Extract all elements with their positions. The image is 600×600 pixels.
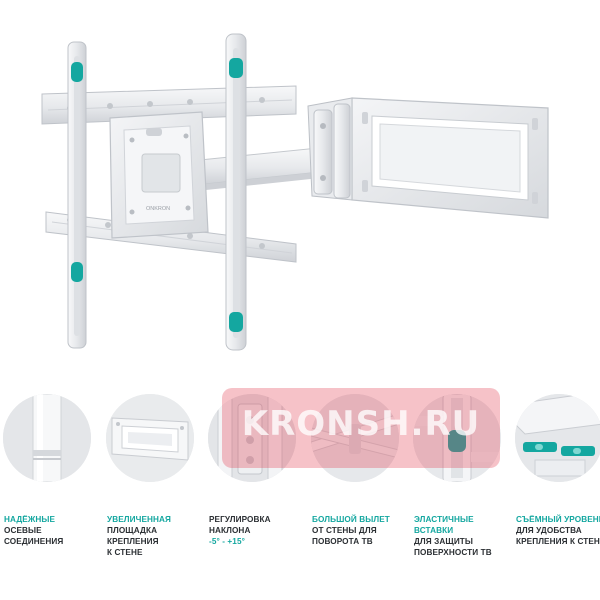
feature-elastic-inserts: ЭЛАСТИЧНЫЕ ВСТАВКИ ДЛЯ ЗАЩИТЫ ПОВЕРХНОСТ… bbox=[410, 392, 510, 600]
feature-caption: ЭЛАСТИЧНЫЕ ВСТАВКИ ДЛЯ ЗАЩИТЫ ПОВЕРХНОСТ… bbox=[414, 515, 492, 557]
feature-long-arm: БОЛЬШОЙ ВЫЛЕТ ОТ СТЕНЫ ДЛЯ ПОВОРОТА ТВ bbox=[308, 392, 408, 600]
accent-clip bbox=[229, 312, 243, 332]
swing-arm bbox=[199, 147, 321, 190]
feature-caption: РЕГУЛИРОВКА НАКЛОНА -5° - +15° bbox=[209, 515, 271, 546]
left-vertical-rail bbox=[67, 41, 87, 349]
feature-caption: БОЛЬШОЙ ВЫЛЕТ ОТ СТЕНЫ ДЛЯ ПОВОРОТА ТВ bbox=[312, 515, 390, 546]
accent-clip bbox=[71, 62, 83, 82]
long-arm-icon bbox=[311, 394, 399, 482]
product-image-tv-mount: ONKRON bbox=[41, 33, 549, 351]
feature-spirit-level: СЪЁМНЫЙ УРОВЕНЬ ДЛЯ УДОБСТВА КРЕПЛЕНИЯ К… bbox=[512, 392, 600, 600]
spirit-level-icon bbox=[515, 394, 600, 482]
feature-caption: СЪЁМНЫЙ УРОВЕНЬ ДЛЯ УДОБСТВА КРЕПЛЕНИЯ К… bbox=[516, 515, 600, 546]
axle-joint-icon bbox=[3, 394, 91, 482]
accent-clip bbox=[229, 58, 243, 78]
elastic-insert-icon bbox=[413, 394, 501, 482]
features-row: НАДЁЖНЫЕ ОСЕВЫЕ СОЕДИНЕНИЯ УВЕЛИЧЕННАЯ П… bbox=[0, 392, 600, 600]
feature-caption: УВЕЛИЧЕННАЯ ПЛОЩАДКА КРЕПЛЕНИЯ К СТЕНЕ bbox=[107, 515, 172, 557]
mount-plate-icon bbox=[106, 394, 194, 482]
right-vertical-rail bbox=[225, 33, 247, 351]
hinge-block bbox=[307, 97, 353, 201]
accent-clip bbox=[71, 262, 83, 282]
brand-logo: ONKRON bbox=[146, 206, 170, 212]
feature-tilt-adjust: РЕГУЛИРОВКА НАКЛОНА -5° - +15° bbox=[205, 392, 305, 600]
feature-mount-plate: УВЕЛИЧЕННАЯ ПЛОЩАДКА КРЕПЛЕНИЯ К СТЕНЕ bbox=[103, 392, 203, 600]
wall-plate bbox=[351, 97, 549, 219]
feature-axle-joints: НАДЁЖНЫЕ ОСЕВЫЕ СОЕДИНЕНИЯ bbox=[0, 392, 100, 600]
tilt-plate: ONKRON bbox=[109, 111, 209, 239]
feature-caption: НАДЁЖНЫЕ ОСЕВЫЕ СОЕДИНЕНИЯ bbox=[4, 515, 64, 546]
tilt-adjust-icon bbox=[208, 394, 296, 482]
